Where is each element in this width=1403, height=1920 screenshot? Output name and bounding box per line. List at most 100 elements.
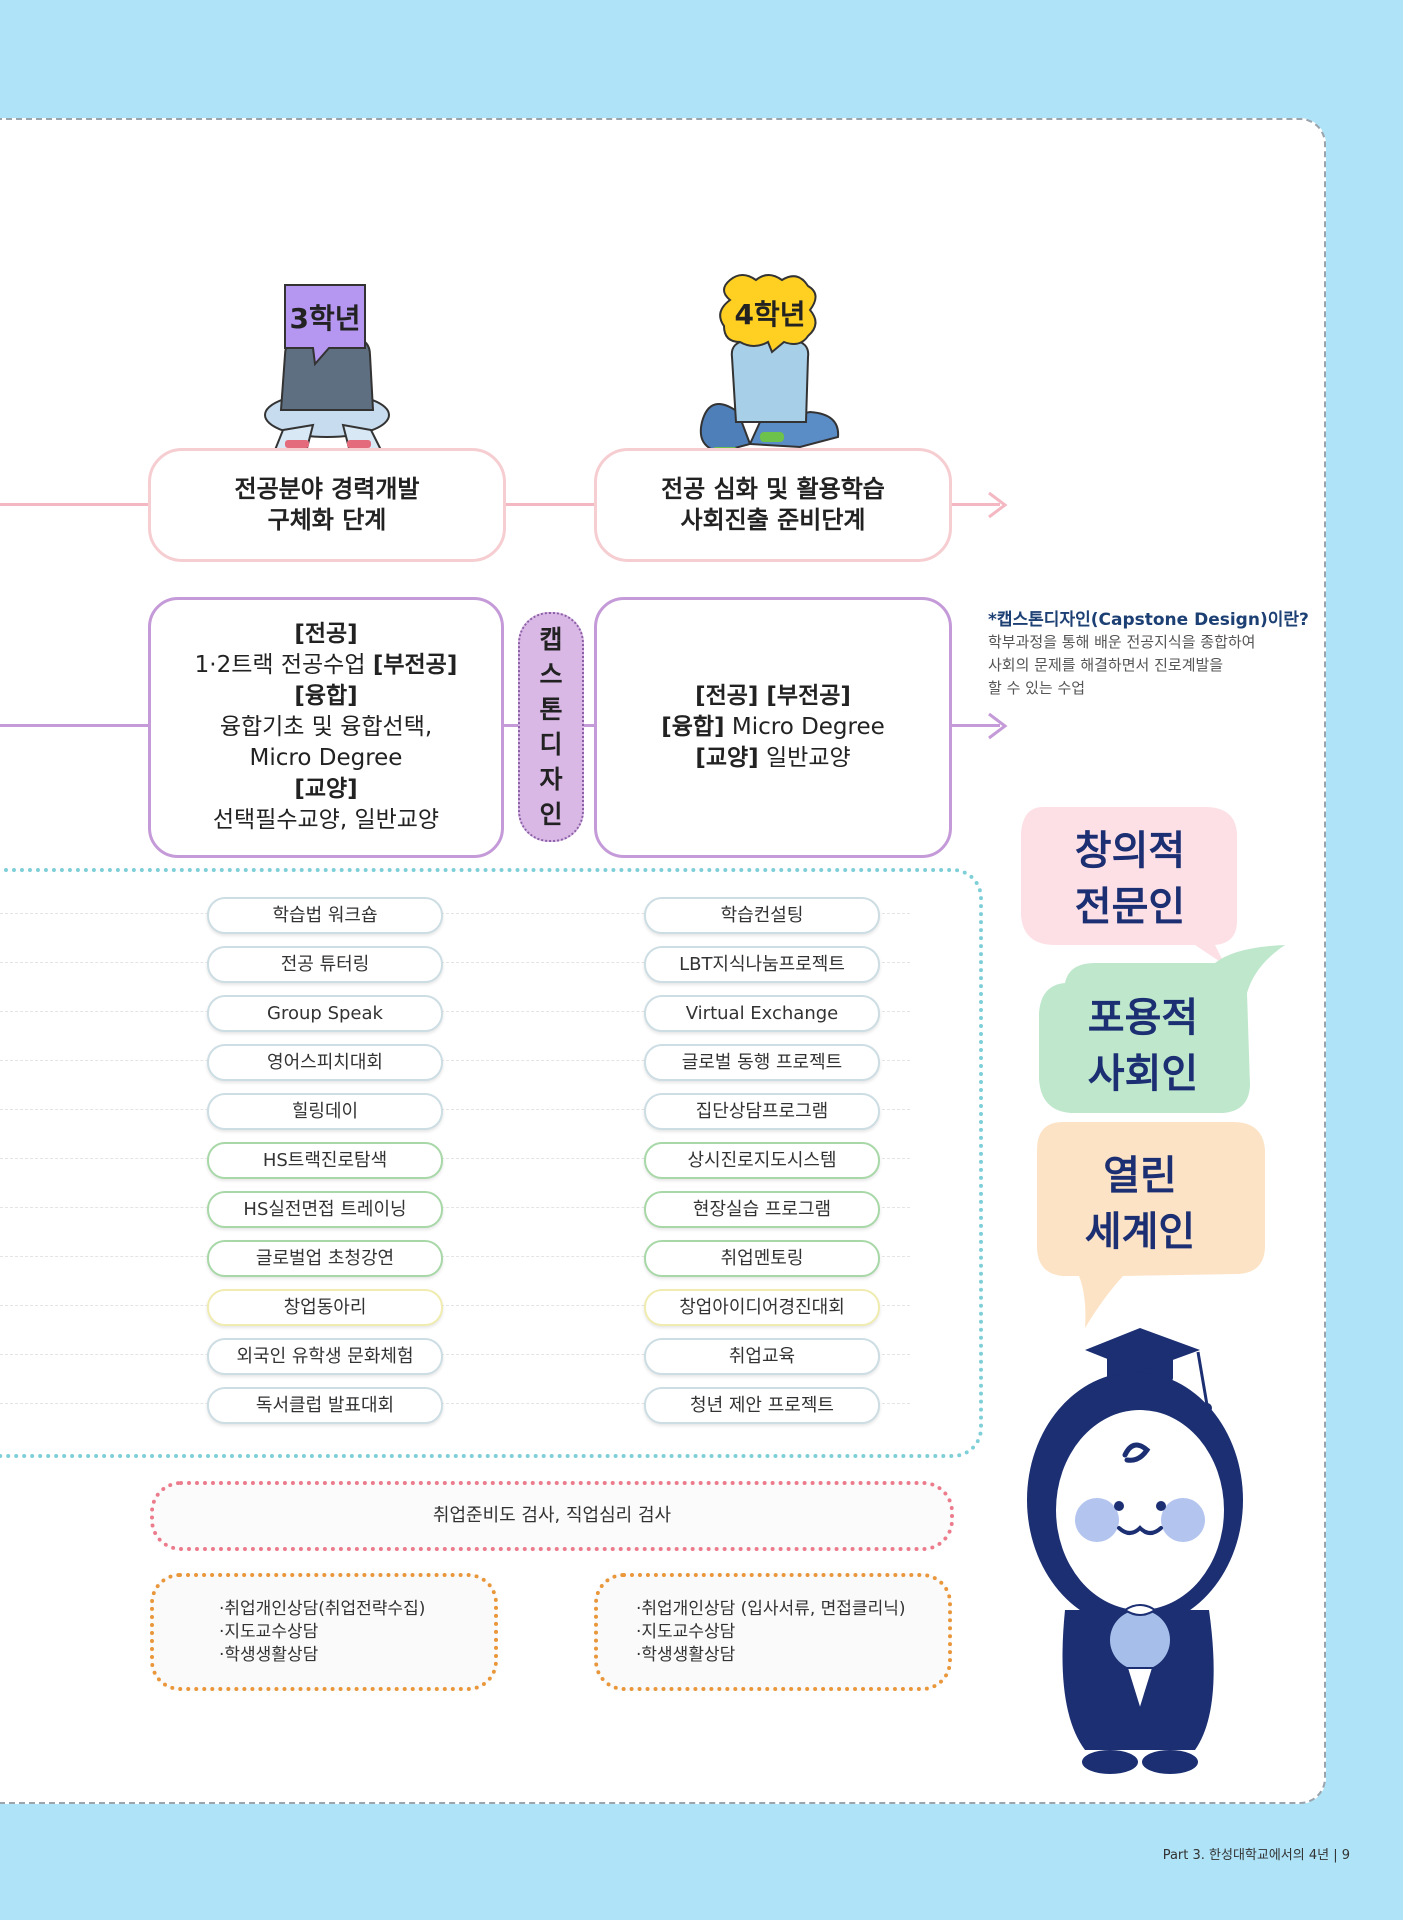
capstone-note-text: 학부과정을 통해 배운 전공지식을 종합하여 사회의 문제를 해결하면서 진로계… (988, 631, 1255, 700)
capstone-note-line: 사회의 문제를 해결하면서 진로계발을 (988, 656, 1224, 674)
program-item-left: 학습법 워크숍 (207, 897, 443, 934)
program-guide-line (0, 1158, 910, 1159)
counsel-item: ·취업개인상담(취업전략수집) (219, 1598, 426, 1619)
course-right-fusion-text: Micro Degree (724, 714, 885, 740)
bubble-line: 포용적 (1087, 994, 1199, 1041)
bubble-line: 사회인 (1087, 1050, 1199, 1097)
course-major-heading: [전공] (294, 621, 358, 647)
program-item-left: 외국인 유학생 문화체험 (207, 1338, 443, 1375)
course-fusion-text1: 융합기초 및 융합선택, (219, 714, 433, 740)
page-footer: Part 3. 한성대학교에서의 4년 | 9 (1162, 1848, 1350, 1863)
course-right-liberal-text: 일반교양 (758, 745, 851, 771)
capstone-char: 캡 (539, 625, 563, 654)
capstone-note-title: *캡스톤디자인(Capstone Design)이란? (988, 610, 1309, 630)
program-guide-line (0, 1207, 910, 1208)
course-line-right (948, 724, 1000, 727)
program-guide-line (0, 1354, 910, 1355)
course-fusion-text2: Micro Degree (249, 745, 403, 771)
program-item-right: Virtual Exchange (644, 995, 880, 1032)
third-grade-label: 3학년 (289, 302, 360, 335)
bubble-line: 세계인 (1084, 1208, 1196, 1255)
test-box: 취업준비도 검사, 직업심리 검사 (150, 1481, 954, 1551)
bubble-green-text: 포용적 사회인 (1053, 990, 1233, 1102)
course-right-fusion-heading: [융합] (661, 714, 725, 740)
capstone-note-line: 할 수 있는 수업 (988, 679, 1086, 697)
stage-box-third: 전공분야 경력개발 구체화 단계 (148, 448, 506, 562)
program-item-right: 청년 제안 프로젝트 (644, 1387, 880, 1424)
stage-line-right (948, 503, 1000, 506)
program-item-right: 상시진로지도시스템 (644, 1142, 880, 1179)
course-right-major-heading: [전공] [부전공] (695, 683, 851, 709)
capstone-char: 인 (539, 800, 563, 829)
program-item-right: 현장실습 프로그램 (644, 1191, 880, 1228)
program-guide-line (0, 1060, 910, 1061)
bubble-orange (1037, 1122, 1265, 1328)
bubble-pink (1021, 807, 1237, 965)
capstone-design-badge: 캡 스 톤 디 자 인 (518, 612, 584, 842)
counsel-item: ·학생생활상담 (636, 1644, 736, 1665)
stage-third-line2: 구체화 단계 (267, 506, 387, 534)
capstone-char: 디 (539, 730, 563, 759)
program-item-left: HS트랙진로탐색 (207, 1142, 443, 1179)
course-line-left (0, 724, 150, 727)
course-fusion-heading: [융합] (294, 683, 358, 709)
program-item-right: 창업아이디어경진대회 (644, 1289, 880, 1326)
program-item-left: 글로벌업 초청강연 (207, 1240, 443, 1277)
fourth-grade-label: 4학년 (734, 298, 805, 331)
counsel-item: ·취업개인상담 (입사서류, 면접클리닉) (636, 1598, 906, 1619)
third-grade-character: 3학년 (264, 284, 390, 452)
course-box-fourth: [전공] [부전공] [융합] Micro Degree [교양] 일반교양 (594, 597, 952, 858)
capstone-note-line: 학부과정을 통해 배운 전공지식을 종합하여 (988, 633, 1256, 651)
counsel-item: ·지도교수상담 (636, 1621, 736, 1642)
program-item-right: 취업교육 (644, 1338, 880, 1375)
program-guide-line (0, 913, 910, 914)
stage-arrow-icon (988, 491, 1008, 519)
counsel-box-third: ·취업개인상담(취업전략수집) ·지도교수상담 ·학생생활상담 (150, 1573, 498, 1691)
stage-box-fourth: 전공 심화 및 활용학습 사회진출 준비단계 (594, 448, 952, 562)
program-area (0, 868, 983, 1458)
capstone-char: 톤 (539, 695, 563, 724)
stage-fourth-line2: 사회진출 준비단계 (680, 506, 866, 534)
counsel-item: ·지도교수상담 (219, 1621, 319, 1642)
program-guide-line (0, 1403, 910, 1404)
program-guide-line (0, 1011, 910, 1012)
course-arrow-icon (988, 712, 1008, 740)
program-guide-line (0, 1256, 910, 1257)
bubble-orange-text: 열린 세계인 (1050, 1148, 1230, 1260)
program-guide-line (0, 1109, 910, 1110)
counsel-item: ·학생생활상담 (219, 1644, 319, 1665)
bubble-line: 전문인 (1074, 883, 1186, 930)
stage-line-left (0, 503, 150, 506)
program-item-left: 전공 튜터링 (207, 946, 443, 983)
course-box-third: [전공] 1·2트랙 전공수업 [부전공] [융합] 융합기초 및 융합선택, … (148, 597, 504, 858)
program-item-left: 영어스피치대회 (207, 1044, 443, 1081)
stage-line-mid (503, 503, 595, 506)
bubble-pink-text: 창의적 전문인 (1040, 823, 1220, 935)
program-item-left: 창업동아리 (207, 1289, 443, 1326)
bubble-green (1039, 945, 1285, 1113)
program-item-left: HS실전면접 트레이닝 (207, 1191, 443, 1228)
mascot-graduate (1027, 1328, 1243, 1774)
capstone-char: 자 (539, 765, 563, 794)
program-item-left: Group Speak (207, 995, 443, 1032)
capstone-char: 스 (539, 660, 563, 689)
program-item-right: LBT지식나눔프로젝트 (644, 946, 880, 983)
course-liberal-heading: [교양] (294, 776, 358, 802)
course-line-mid-b (578, 724, 596, 727)
fourth-grade-character: 4학년 (699, 274, 840, 457)
course-line-mid-a (502, 724, 520, 727)
course-major-text: 1·2트랙 전공수업 (194, 652, 373, 678)
bubble-line: 열린 (1103, 1152, 1177, 1199)
bubble-line: 창의적 (1074, 827, 1186, 874)
stage-third-line1: 전공분야 경력개발 (234, 475, 420, 503)
program-item-right: 집단상담프로그램 (644, 1093, 880, 1130)
course-right-liberal-heading: [교양] (695, 745, 759, 771)
program-guide-line (0, 962, 910, 963)
course-liberal-text: 선택필수교양, 일반교양 (212, 807, 440, 833)
program-item-right: 학습컨설팅 (644, 897, 880, 934)
course-minor-heading: [부전공] (372, 652, 458, 678)
program-item-right: 취업멘토링 (644, 1240, 880, 1277)
program-item-left: 독서클럽 발표대회 (207, 1387, 443, 1424)
program-item-right: 글로벌 동행 프로젝트 (644, 1044, 880, 1081)
stage-fourth-line1: 전공 심화 및 활용학습 (661, 475, 885, 503)
